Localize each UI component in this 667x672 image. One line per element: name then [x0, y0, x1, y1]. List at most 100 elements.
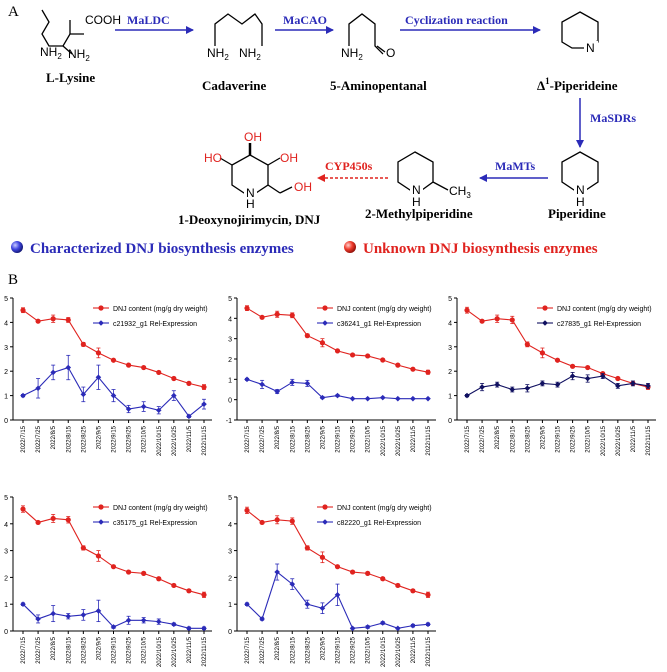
series-1: [244, 305, 431, 375]
x-tick-label: 2022/7/25: [260, 425, 266, 452]
data-point: [365, 353, 371, 359]
data-point: [201, 592, 207, 598]
data-point: [289, 581, 296, 587]
data-point: [140, 617, 147, 624]
data-point: [35, 519, 41, 526]
x-tick-label: 2022/10/15: [157, 636, 163, 667]
data-point: [425, 621, 431, 628]
data-point: [599, 373, 606, 379]
data-point: [125, 406, 132, 412]
y-tick-label: 3: [228, 549, 232, 556]
dnj-hydrogen: H: [246, 197, 255, 211]
data-point: [304, 545, 310, 551]
data-point: [186, 625, 192, 632]
data-point: [410, 588, 416, 594]
panel-a-label: A: [8, 4, 19, 20]
y-tick-label: 1: [448, 394, 452, 401]
dnj-name: 1-Deoxynojirimycin, DNJ: [178, 212, 321, 227]
methylpiperidine-n-mask: [410, 183, 423, 196]
data-point: [201, 401, 207, 407]
dnj-hydroxyl-left: HO: [204, 151, 222, 165]
data-point: [244, 601, 250, 607]
data-point: [524, 341, 530, 347]
x-tick-label: 2022/11/5: [631, 425, 637, 452]
x-tick-label: 2022/10/5: [586, 425, 592, 452]
data-point: [410, 366, 416, 372]
legend-known-label: Characterized DNJ biosynthesis enzymes: [30, 241, 294, 257]
dnj-hydroxyl-top: OH: [244, 130, 262, 144]
y-tick-label: 4: [4, 320, 8, 327]
legend-marker: [98, 320, 104, 326]
legend-label: c82220_g1 Rel-Expression: [337, 520, 421, 527]
y-tick-label: 0: [4, 418, 8, 425]
data-point: [615, 383, 621, 389]
data-point: [140, 403, 147, 410]
data-point: [95, 350, 102, 356]
y-tick-label: 4: [228, 522, 232, 529]
y-tick-label: 1: [228, 377, 232, 384]
piperidine-nitrogen: N: [576, 183, 585, 197]
cadaverine-name: Cadaverine: [202, 78, 267, 93]
y-tick-label: 2: [448, 369, 452, 376]
series-1: [244, 506, 431, 598]
methylpiperidine-nitrogen: N: [412, 183, 421, 197]
x-tick-label: 2022/10/25: [616, 425, 622, 456]
data-point: [364, 395, 371, 402]
data-point: [395, 582, 401, 589]
data-point: [554, 381, 561, 388]
enzyme-macao: MaCAO: [283, 13, 327, 27]
y-tick-label: 4: [4, 522, 8, 529]
x-tick-label: 2022/8/25: [81, 636, 87, 663]
data-point: [349, 395, 356, 402]
data-point: [334, 392, 341, 399]
data-point: [65, 317, 71, 323]
data-point: [425, 395, 431, 402]
lysine-carboxyl: COOH: [85, 13, 121, 27]
y-tick-label: 4: [228, 316, 232, 323]
enzyme-cyp450s: CYP450s: [325, 159, 373, 173]
legend-marker: [322, 504, 328, 510]
y-tick-label: 1: [4, 394, 8, 401]
data-point: [395, 395, 401, 402]
data-point: [95, 608, 102, 614]
data-point: [289, 518, 295, 524]
x-tick-label: 2022/8/25: [525, 425, 531, 452]
y-tick-label: 5: [228, 495, 232, 502]
y-tick-label: 4: [448, 320, 452, 327]
data-point: [380, 357, 386, 363]
piperideine-nitrogen: N: [586, 41, 595, 55]
x-tick-label: 2022/8/25: [81, 425, 87, 452]
x-tick-label: 2022/8/25: [305, 636, 311, 663]
data-point: [244, 507, 250, 513]
y-tick-label: 2: [4, 369, 8, 376]
methylpiperidine-name: 2-Methylpiperidine: [365, 206, 473, 221]
lysine-structure: [41, 9, 84, 55]
x-tick-label: 2022/7/15: [245, 425, 251, 452]
data-point: [334, 348, 341, 354]
enzyme-masdrs: MaSDRs: [590, 111, 636, 125]
x-tick-label: 2022/10/25: [172, 425, 178, 456]
x-tick-label: 2022/8/15: [510, 425, 516, 452]
y-tick-label: 2: [228, 357, 232, 364]
legend-label: c36241_g1 Rel-Expression: [337, 321, 421, 328]
data-point: [464, 307, 470, 313]
y-tick-label: 0: [448, 418, 452, 425]
data-point: [80, 391, 87, 398]
data-point: [65, 364, 72, 371]
legend-marker: [322, 519, 328, 525]
data-point: [50, 610, 56, 617]
data-point: [20, 307, 26, 313]
legend-marker: [98, 504, 104, 510]
data-point: [274, 517, 280, 523]
x-tick-label: 2022/9/25: [127, 636, 133, 663]
series-2: [20, 599, 207, 632]
legend-marker: [322, 305, 328, 311]
x-tick-label: 2022/9/25: [127, 425, 133, 452]
dnj-hydroxyl-right: OH: [280, 151, 298, 165]
legend-marker: [98, 305, 104, 311]
data-point: [95, 374, 102, 381]
x-tick-label: 2022/11/15: [202, 425, 208, 455]
data-point: [479, 384, 485, 390]
data-point: [80, 545, 86, 551]
